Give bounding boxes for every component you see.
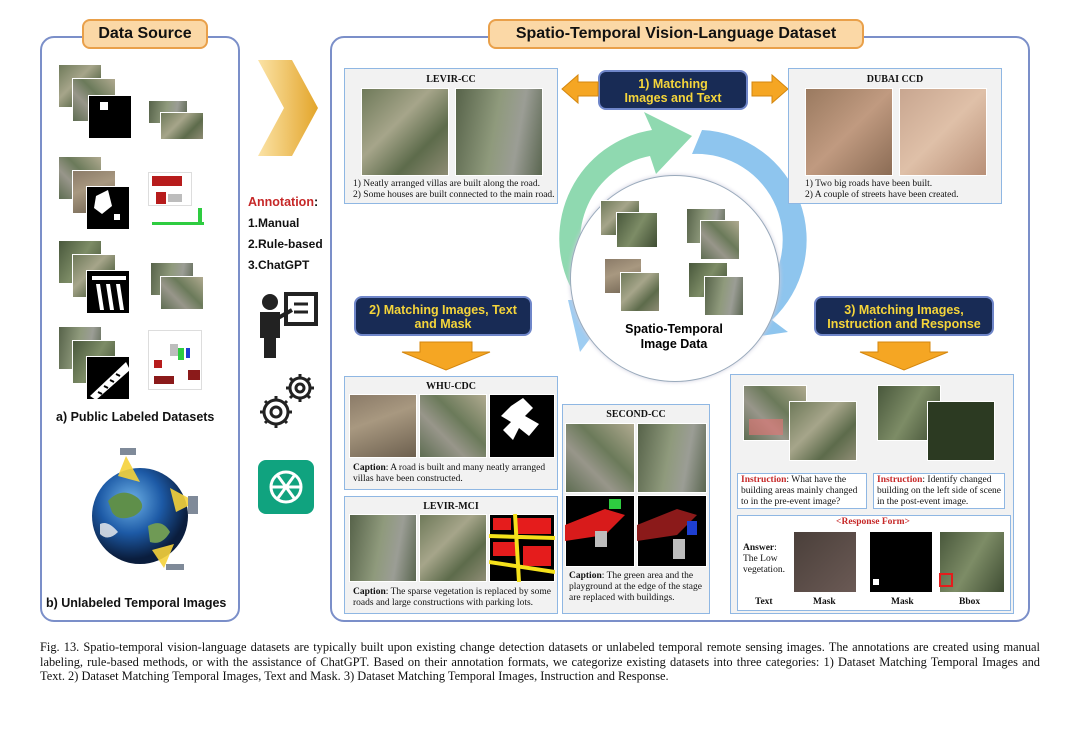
whu-cdc-caption-text: : A road is built and many neatly arrang… bbox=[353, 463, 546, 484]
dubai-ccd-caption-1: 1) Two big roads have been built. bbox=[805, 179, 933, 189]
annotation-item-chatgpt: 3.ChatGPT bbox=[248, 258, 310, 272]
levir-cc-title: LEVIR-CC bbox=[426, 74, 476, 85]
levir-cc-caption-2: 2) Some houses are built connected to th… bbox=[353, 190, 555, 200]
levir-cc-panel: LEVIR-CC 1) Neatly arranged villas are b… bbox=[344, 68, 558, 204]
orange-down-arrow-3 bbox=[859, 341, 949, 371]
instruction-box-1 bbox=[737, 473, 867, 509]
response-form-title: <Response Form> bbox=[836, 517, 910, 527]
whu-cdc-img-b bbox=[419, 394, 487, 458]
second-cc-caption-text: : The green area and the playground at t… bbox=[569, 571, 702, 603]
levir-mci-caption-label: Caption bbox=[353, 587, 386, 597]
response-img-mask-a bbox=[793, 531, 857, 593]
instruction-1-label: Instruction bbox=[741, 475, 787, 485]
dubai-ccd-panel: DUBAI CCD 1) Two big roads have been bui… bbox=[788, 68, 1002, 204]
answer-text: Answer: The Low vegetation. bbox=[743, 543, 791, 576]
whu-cdc-caption: Caption: A road is built and many neatly… bbox=[353, 463, 553, 485]
instruction-1-text: : What have the building areas mainly ch… bbox=[741, 475, 858, 507]
public-datasets-label: a) Public Labeled Datasets bbox=[56, 410, 215, 424]
instruction-1: Instruction: What have the building area… bbox=[741, 475, 863, 508]
response-mask-b bbox=[869, 531, 933, 593]
instruction-box-2 bbox=[873, 473, 1005, 509]
data-source-title: Data Source bbox=[82, 19, 208, 49]
dubai-ccd-caption-2: 2) A couple of streets have been created… bbox=[805, 190, 959, 200]
orange-double-arrow-right bbox=[751, 73, 789, 105]
annotation-item-rule: 2.Rule-based bbox=[248, 237, 323, 251]
orange-double-arrow-left bbox=[561, 73, 599, 105]
col-text: Text bbox=[755, 597, 773, 607]
answer-label: Answer bbox=[743, 543, 775, 553]
whu-cdc-title: WHU-CDC bbox=[426, 381, 476, 392]
levir-cc-img-a bbox=[361, 88, 449, 176]
annotation-item-manual: 1.Manual bbox=[248, 216, 300, 230]
badge-matching-images-text: 1) Matching Images and Text bbox=[598, 70, 748, 110]
presenter-icon bbox=[260, 292, 318, 358]
instruction-response-panel: Instruction: What have the building area… bbox=[730, 374, 1014, 614]
second-cc-img-b bbox=[637, 423, 707, 493]
col-mask-2: Mask bbox=[891, 597, 914, 607]
center-label: Spatio-Temporal Image Data bbox=[625, 322, 723, 351]
response-bbox-img bbox=[939, 531, 1005, 593]
levir-cc-img-b bbox=[455, 88, 543, 176]
orange-down-arrow-2 bbox=[401, 341, 491, 371]
whu-cdc-img-a bbox=[349, 394, 417, 458]
annotation-word: Annotation bbox=[248, 195, 314, 209]
figure-caption: Fig. 13. Spatio-temporal vision-language… bbox=[40, 640, 1040, 684]
vl-dataset-title: Spatio-Temporal Vision-Language Dataset bbox=[488, 19, 864, 49]
whu-cdc-panel: WHU-CDC Caption: A road is built and man… bbox=[344, 376, 558, 490]
levir-mci-caption: Caption: The sparse vegetation is replac… bbox=[353, 587, 553, 609]
levir-mci-title: LEVIR-MCI bbox=[423, 501, 479, 512]
answer-value: : The Low vegetation. bbox=[743, 543, 785, 575]
instruction-2-label: Instruction bbox=[877, 475, 923, 485]
col-bbox: Bbox bbox=[959, 597, 981, 607]
second-cc-img-a bbox=[565, 423, 635, 493]
second-cc-caption-label: Caption bbox=[569, 571, 602, 581]
second-cc-caption: Caption: The green area and the playgrou… bbox=[569, 571, 707, 604]
levir-mci-img-b bbox=[419, 514, 487, 582]
whu-cdc-caption-label: Caption bbox=[353, 463, 386, 473]
dubai-ccd-img-b bbox=[899, 88, 987, 176]
dubai-ccd-img-a bbox=[805, 88, 893, 176]
levir-cc-caption-1: 1) Neatly arranged villas are built alon… bbox=[353, 179, 541, 189]
annotation-colon: : bbox=[313, 195, 319, 209]
gears-icon bbox=[260, 374, 314, 428]
big-gold-arrow bbox=[258, 60, 318, 156]
levir-mci-img-a bbox=[349, 514, 417, 582]
levir-mci-panel: LEVIR-MCI Caption: The sparse vegetation… bbox=[344, 496, 558, 614]
badge-matching-images-instruction-response: 3) Matching Images, Instruction and Resp… bbox=[814, 296, 994, 336]
annotation-heading: Annotation: bbox=[248, 195, 318, 209]
instruction-2: Instruction: Identify changed building o… bbox=[877, 475, 1001, 508]
levir-mci-caption-text: : The sparse vegetation is replaced by s… bbox=[353, 587, 551, 608]
col-mask-1: Mask bbox=[813, 597, 836, 607]
earth-satellites-icon bbox=[92, 448, 198, 570]
unlabeled-images-label: b) Unlabeled Temporal Images bbox=[46, 596, 227, 610]
instruction-2-text: : Identify changed building on the left … bbox=[877, 475, 1001, 507]
badge-matching-images-text-mask: 2) Matching Images, Text and Mask bbox=[354, 296, 532, 336]
second-cc-title: SECOND-CC bbox=[606, 409, 666, 420]
chatgpt-icon bbox=[258, 460, 314, 514]
dubai-ccd-title: DUBAI CCD bbox=[866, 74, 924, 85]
second-cc-panel: SECOND-CC Caption: The green area and th… bbox=[562, 404, 710, 614]
